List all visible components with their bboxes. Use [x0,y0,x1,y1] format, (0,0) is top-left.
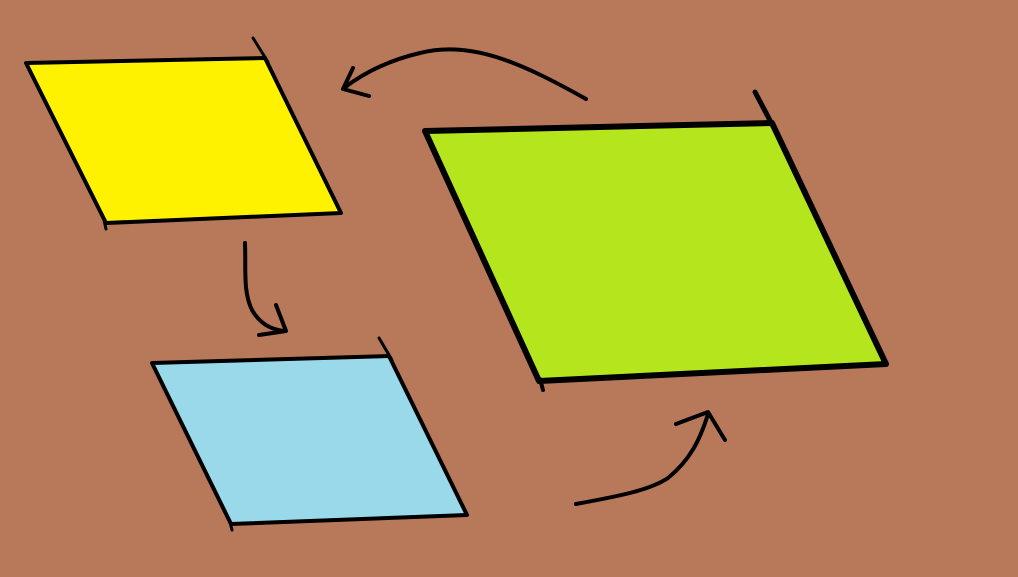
yellow-parallelogram [24,36,343,231]
arrow-green-to-yellow-line [342,47,588,101]
green-corner-tick [752,89,777,131]
arrow-green-to-yellow-head [341,66,371,98]
yellow-corner-tick [251,36,270,64]
yellow-corner-tick [102,218,108,231]
arrow-blue-to-green-head [674,410,727,442]
arrow-green-to-yellow [341,47,588,101]
blue-parallelogram-body [150,354,469,526]
green-parallelogram-body [422,120,889,384]
arrow-blue-to-green-line [574,412,710,506]
blue-corner-tick [228,520,234,532]
green-corner-tick [538,377,545,392]
arrow-blue-to-green [574,410,727,506]
arrow-yellow-to-blue [243,241,288,337]
green-parallelogram [422,89,889,392]
arrow-yellow-to-blue-head [257,303,288,337]
blue-corner-tick [377,336,394,362]
arrow-yellow-to-blue-line [243,241,287,333]
yellow-parallelogram-body [24,56,343,225]
blue-parallelogram [150,336,469,532]
